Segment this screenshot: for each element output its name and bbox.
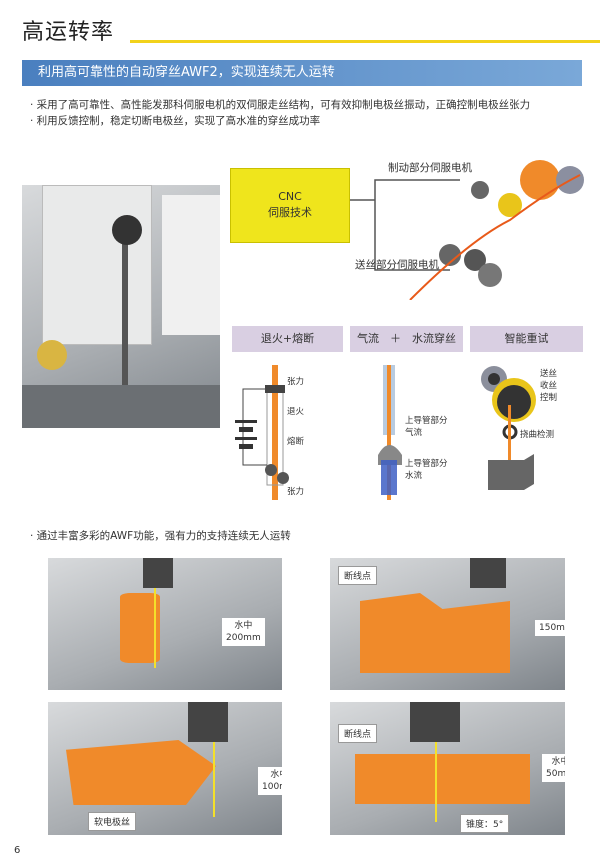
page-number: 6 [14, 845, 21, 856]
taper-callout: 锥度：5° [460, 814, 510, 833]
label-deflection-detect: 挠曲检测 [520, 430, 555, 440]
label-feed: 送丝 [540, 369, 558, 379]
anneal-diagram [235, 365, 289, 500]
awf-photo-100mm: 水中 100mm 软电极丝 [48, 702, 282, 835]
servo-tech-label: 伺服技术 [268, 206, 312, 219]
feed-control-labels: 送丝 收丝 控制 [540, 368, 557, 404]
awf-photo-150mm: 断线点 150mm [330, 558, 565, 690]
water-label-1: 水中 [234, 621, 253, 631]
height-200mm: 200mm [226, 633, 261, 643]
panel-header-retry: 智能重试 [470, 326, 583, 352]
label-fuse: 熔断 [287, 437, 305, 447]
brake-motor-label: 制动部分伺服电机 [388, 162, 472, 174]
dim-label-4: 水中 50mm [542, 754, 565, 782]
cnc-label: CNC [278, 190, 302, 203]
label-tension-bottom: 张力 [287, 487, 305, 497]
label-tension-top: 张力 [287, 377, 305, 387]
water-label-4: 水中 [551, 757, 565, 767]
section-banner: 利用高可靠性的自动穿丝AWF2，实现连续无人运转 [22, 60, 582, 86]
break-point-callout-2: 断线点 [338, 724, 378, 743]
height-150mm: 150mm [535, 620, 565, 636]
page-title: 高运转率 [22, 20, 115, 45]
water-label: 上导管部分水流 [405, 458, 448, 482]
height-100mm: 100mm [262, 782, 282, 792]
machine-photo [22, 185, 220, 428]
water-label-3: 水中 [270, 770, 282, 780]
retry-diagram [481, 366, 536, 490]
label-takeup: 收丝 [540, 381, 558, 391]
air-label: 上导管部分气流 [405, 415, 448, 439]
airflow-label: 气流 [405, 428, 423, 438]
bullet-2: · 利用反馈控制，稳定切断电极丝，实现了高水准的穿丝成功率 [30, 115, 321, 127]
awf-photo-200mm: 水中 200mm [48, 558, 282, 690]
label-anneal: 退火 [287, 407, 305, 417]
feed-motor-label: 送丝部分伺服电机 [355, 259, 439, 271]
panel-header-airwater: 气流 ＋ 水流穿丝 [350, 326, 463, 352]
soft-wire-callout: 软电极丝 [88, 812, 137, 831]
dim-label-1: 水中 200mm [222, 618, 265, 646]
upper-guide-label-2: 上导管部分 [405, 459, 448, 469]
panel-header-anneal: 退火+熔断 [232, 326, 343, 352]
height-50mm: 50mm [546, 769, 565, 779]
bullet-3: · 通过丰富多彩的AWF功能，强有力的支持连续无人运转 [30, 530, 291, 542]
label-control: 控制 [540, 393, 558, 403]
title-underline [130, 40, 600, 43]
air-water-diagram [378, 365, 402, 500]
servo-connection-lines [350, 160, 584, 300]
awf-photo-50mm: 断线点 水中 50mm 锥度：5° [330, 702, 565, 835]
bullet-1: · 采用了高可靠性、高性能发那科伺服电机的双伺服走丝结构，可有效抑制电极丝振动，… [30, 99, 531, 111]
dim-label-3: 水中 100mm [258, 767, 282, 795]
break-point-callout-1: 断线点 [338, 566, 378, 585]
waterflow-label: 水流 [405, 471, 423, 481]
cnc-servo-box: CNC 伺服技术 [230, 168, 350, 243]
upper-guide-label-1: 上导管部分 [405, 416, 448, 426]
